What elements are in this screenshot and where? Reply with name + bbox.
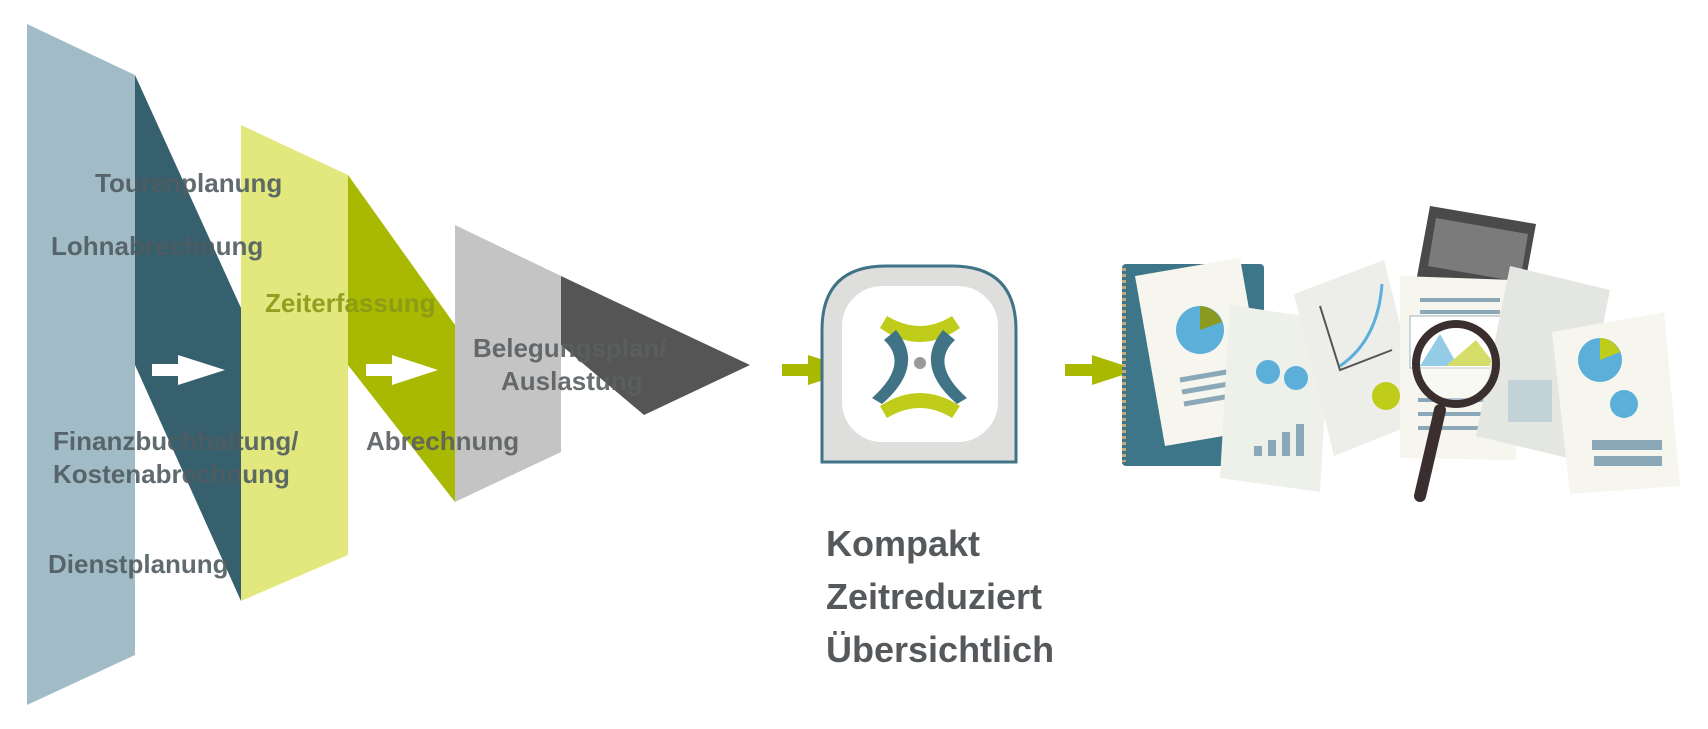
report-documents-icon xyxy=(1122,206,1680,494)
label-zeiterfassung: Zeiterfassung xyxy=(265,288,436,318)
funnel-panel-2-front xyxy=(241,125,348,601)
label-kostenabrechnung: Kostenabrechnung xyxy=(53,459,290,489)
benefit-uebersichtlich: Übersichtlich xyxy=(826,629,1055,670)
funnel-panel-2-side xyxy=(348,175,455,502)
label-dienstplanung: Dienstplanung xyxy=(48,549,229,579)
arrow-right-icon xyxy=(1065,355,1138,385)
label-belegungsplan: Belegungsplan/ xyxy=(473,333,667,363)
funnel-panel-3-front xyxy=(455,225,561,502)
benefit-kompakt: Kompakt xyxy=(826,523,981,564)
benefit-zeitreduziert: Zeitreduziert xyxy=(826,576,1043,617)
funnel-panel-3-side xyxy=(561,276,750,415)
label-lohnabrechnung: Lohnabrechnung xyxy=(51,231,264,261)
label-finanzbuchhaltung: Finanzbuchhaltung/ xyxy=(53,426,299,456)
arrow-right-icon xyxy=(152,355,225,385)
app-logo-icon xyxy=(820,264,1018,464)
funnel-panel-1-front xyxy=(27,24,135,705)
magnifying-glass-icon xyxy=(1412,320,1500,502)
arrow-right-icon xyxy=(366,355,438,385)
label-abrechnung: Abrechnung xyxy=(366,426,520,456)
funnel-panel-1-side xyxy=(135,75,241,601)
label-tourenplanung: Tourenplanung xyxy=(95,168,283,198)
label-auslastung: Auslastung xyxy=(501,366,643,396)
